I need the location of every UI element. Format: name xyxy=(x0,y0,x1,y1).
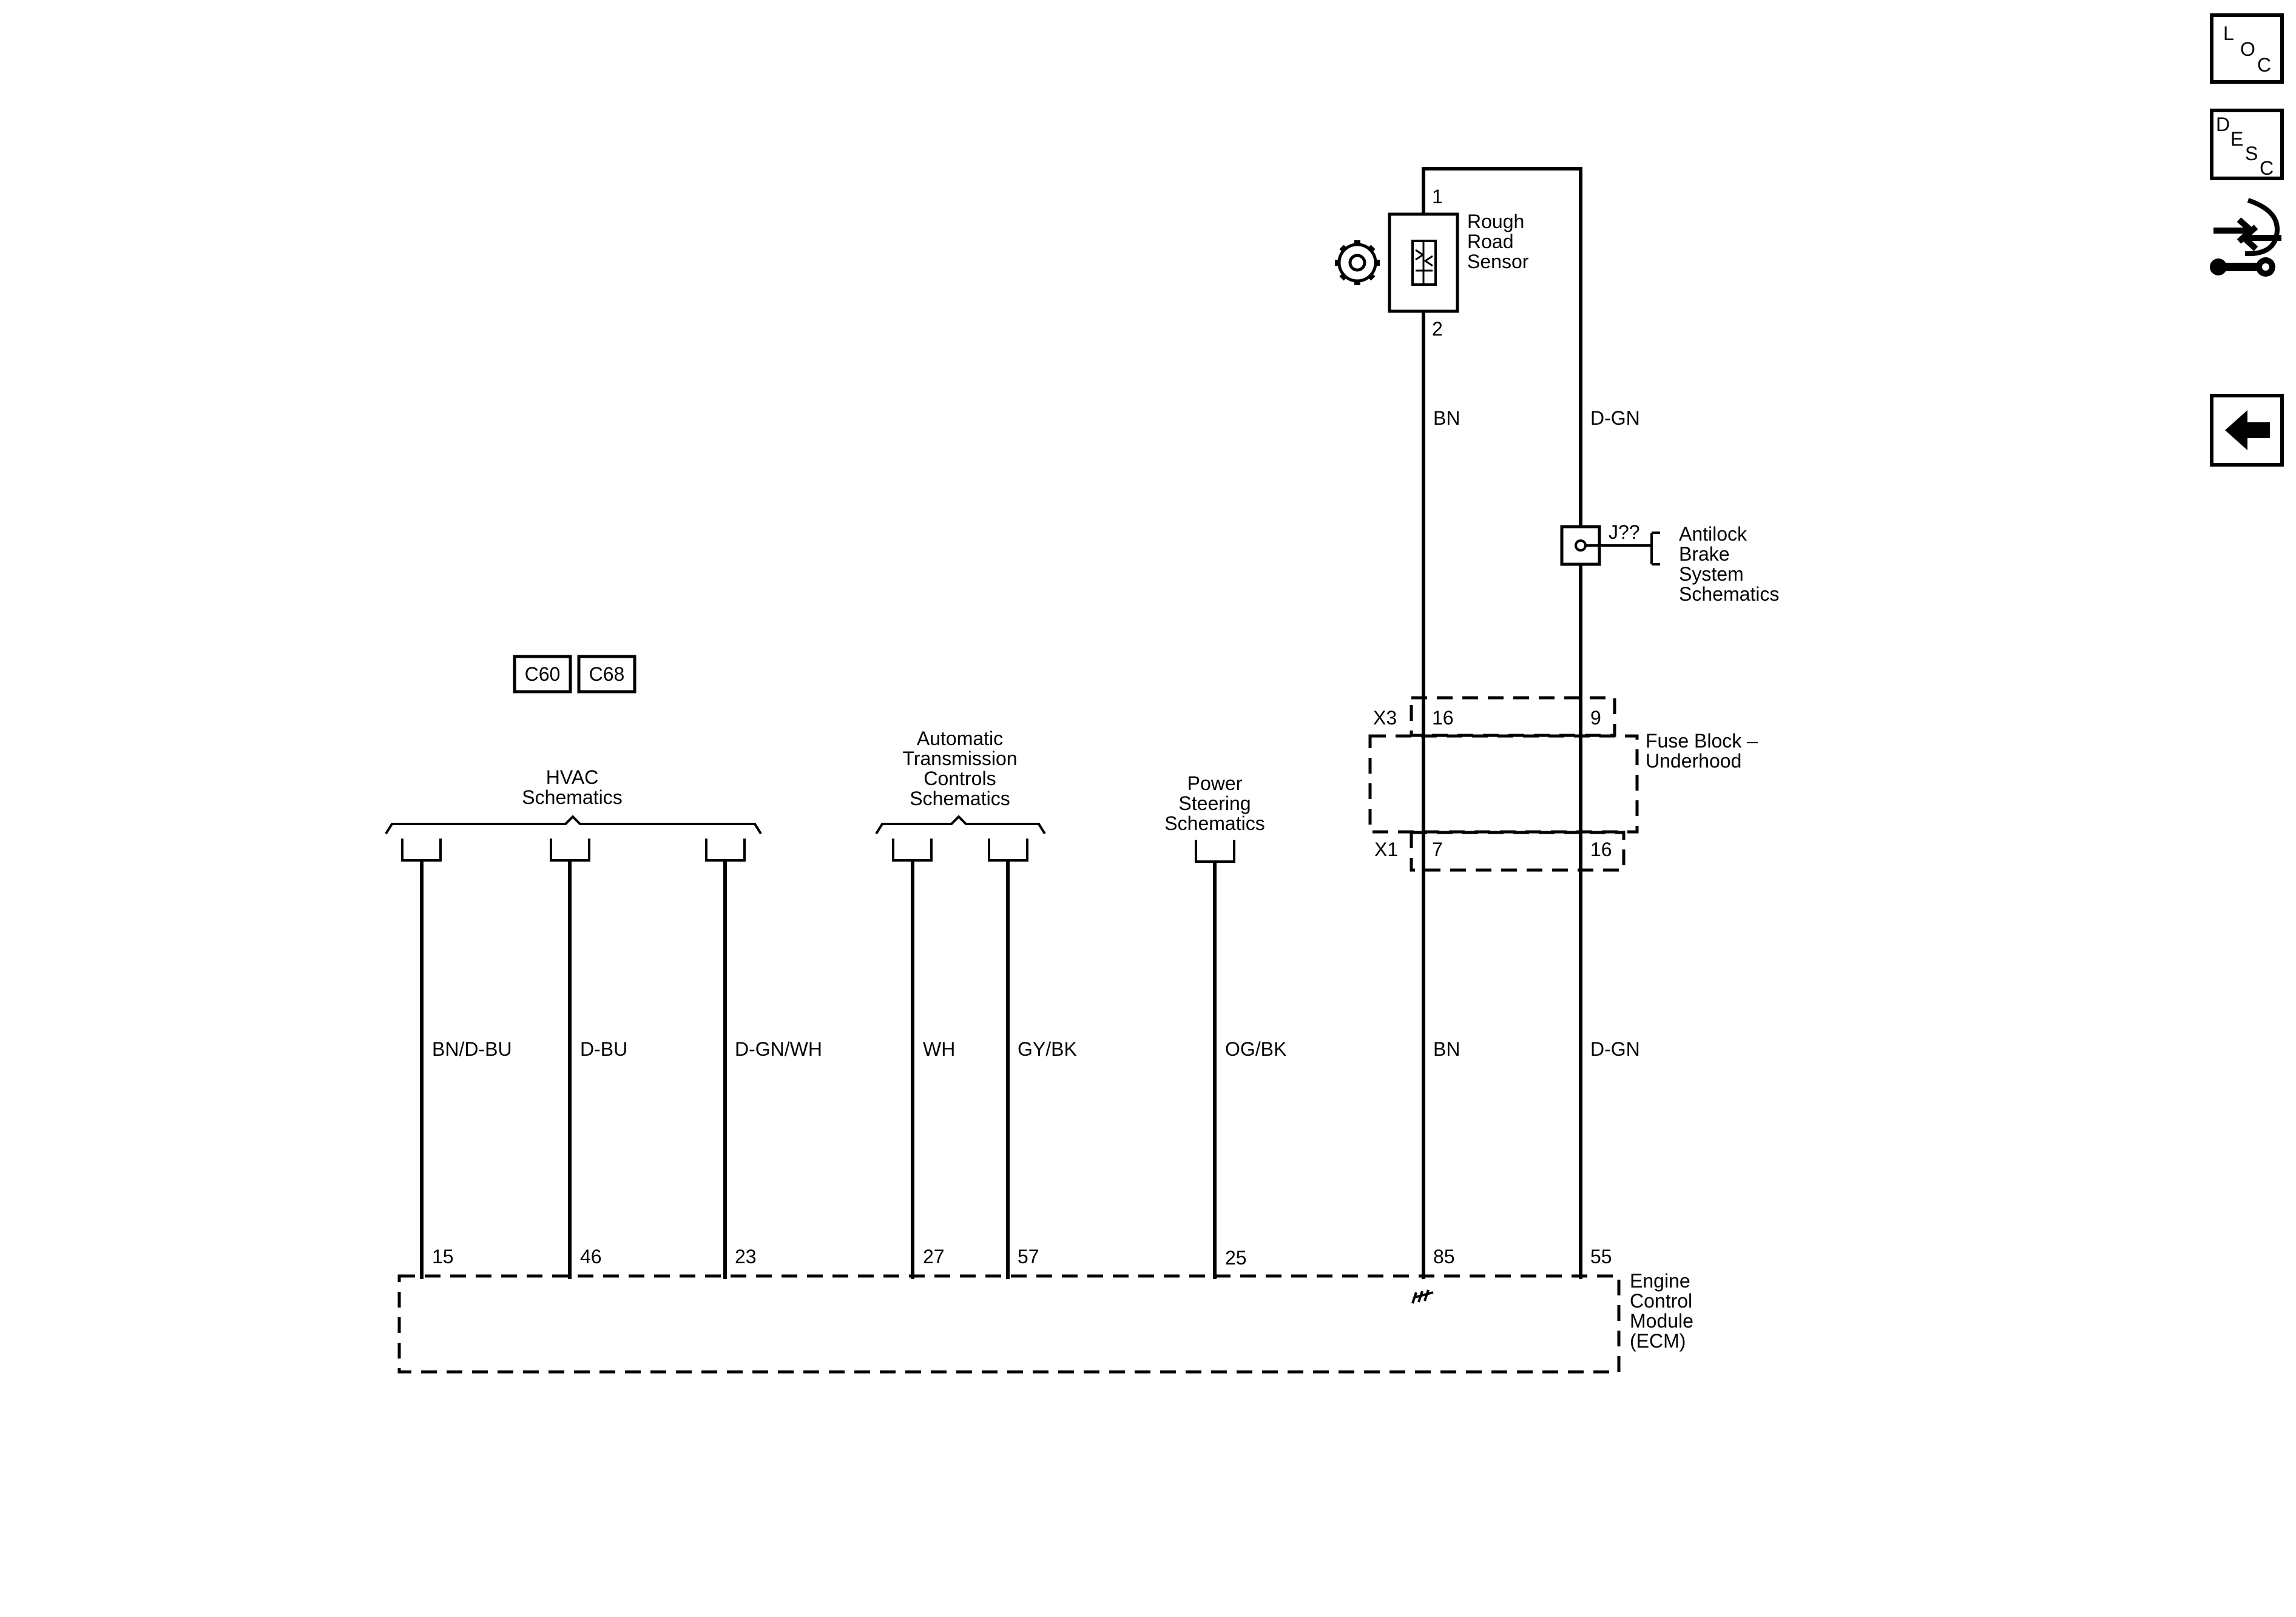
wire-color-wh: WH xyxy=(923,1038,955,1060)
fuse-block-label-line-1: Fuse Block – xyxy=(1646,730,1758,752)
trans-ref-line-4: Schematics xyxy=(910,788,1010,809)
wire-wh xyxy=(892,839,933,1279)
wire-og-bk xyxy=(1195,840,1235,1279)
fuse-x1-label: X1 xyxy=(1374,839,1398,860)
ecm-pin-27: 27 xyxy=(923,1246,945,1268)
back-button[interactable] xyxy=(2210,394,2284,467)
ecm-pin-25: 25 xyxy=(1225,1247,1247,1269)
wire-color-gy-bk: GY/BK xyxy=(1018,1038,1077,1060)
ecm-label-line-3: Module xyxy=(1630,1310,1693,1332)
ecm-pin-23: 23 xyxy=(735,1246,757,1268)
loc-letter-l: L xyxy=(2223,22,2234,44)
location-view-button[interactable]: L O C xyxy=(2210,13,2284,84)
sensor-pin-1: 1 xyxy=(1432,186,1443,208)
fuse-pin-x1-7: 7 xyxy=(1432,839,1443,860)
ecm-pin-85: 85 xyxy=(1433,1246,1455,1268)
sensor-name-line-2: Road xyxy=(1467,231,1514,252)
abs-junction-label: J?? xyxy=(1609,521,1640,543)
hvac-ref-line-1: HVAC xyxy=(546,766,599,788)
shield-ground-symbol xyxy=(1411,1289,1434,1304)
desc-letter-c: C xyxy=(2260,157,2274,179)
ecm-label-line-4: (ECM) xyxy=(1630,1330,1686,1352)
sensor-name-line-1: Rough xyxy=(1467,211,1524,232)
upper-dgn-label: D-GN xyxy=(1590,407,1640,429)
trans-ref-line-3: Controls xyxy=(923,768,996,789)
rough-road-sensor xyxy=(1388,212,1459,313)
wire-bn-dbu xyxy=(401,839,442,1279)
ecm-pin-46: 46 xyxy=(580,1246,602,1268)
trans-brace xyxy=(875,815,1046,835)
fuse-x3-label: X3 xyxy=(1373,707,1397,729)
loc-letter-c: C xyxy=(2257,54,2271,76)
ecm-label-line-2: Control xyxy=(1630,1290,1692,1312)
ps-ref-line-3: Schematics xyxy=(1164,812,1264,834)
sensor-pin-2: 2 xyxy=(1432,318,1443,340)
ecm-pin-15: 15 xyxy=(432,1246,454,1268)
fuse-pin-x1-16: 16 xyxy=(1590,839,1612,860)
fuse-block-label-line-2: Underhood xyxy=(1646,750,1741,772)
wire-color-bn-dbu: BN/D-BU xyxy=(432,1038,512,1060)
connector-c60-button[interactable]: C60 xyxy=(513,655,572,694)
abs-ref-line-3: System xyxy=(1679,563,1744,585)
desc-letter-s: S xyxy=(2245,143,2258,164)
connector-c68-label: C68 xyxy=(589,663,625,685)
ecm-pin-57: 57 xyxy=(1018,1246,1039,1268)
description-view-button[interactable]: D E S C xyxy=(2210,109,2284,180)
wire-dbu xyxy=(550,839,590,1279)
desc-letter-d: D xyxy=(2216,113,2230,135)
connector-service-icon[interactable] xyxy=(2210,198,2281,277)
ps-ref-line-1: Power xyxy=(1187,772,1243,794)
wire-color-og-bk: OG/BK xyxy=(1225,1038,1286,1060)
wire-color-dgn: D-GN xyxy=(1590,1038,1640,1060)
trans-ref-line-2: Transmission xyxy=(902,748,1017,769)
desc-letter-e: E xyxy=(2230,128,2243,150)
wire-color-dbu: D-BU xyxy=(580,1038,627,1060)
back-arrow-icon xyxy=(2225,410,2270,450)
ecm-label-line-1: Engine xyxy=(1630,1270,1690,1292)
sensor-name-line-3: Sensor xyxy=(1467,251,1529,272)
upper-bn-label: BN xyxy=(1433,407,1460,429)
trans-ref-line-1: Automatic xyxy=(917,727,1003,749)
ps-ref-line-2: Steering xyxy=(1178,792,1251,814)
fuse-pin-x3-9: 9 xyxy=(1590,707,1601,729)
wire-gy-bk xyxy=(988,839,1028,1279)
connector-c60-label: C60 xyxy=(525,663,561,685)
ecm-pin-55: 55 xyxy=(1590,1246,1612,1268)
fuse-pin-x3-16: 16 xyxy=(1432,707,1454,729)
wire-color-dgn-wh: D-GN/WH xyxy=(735,1038,822,1060)
loc-letter-o: O xyxy=(2240,38,2255,60)
fuse-block-underhood xyxy=(1368,696,1639,872)
wire-dgn-wh xyxy=(705,839,746,1279)
abs-ref-line-2: Brake xyxy=(1679,543,1730,565)
hvac-ref-line-2: Schematics xyxy=(522,786,622,808)
connector-c68-button[interactable]: C68 xyxy=(577,655,636,694)
gear-icon xyxy=(1335,240,1380,285)
ecm-module-outline xyxy=(397,1274,1621,1374)
abs-junction xyxy=(1560,525,1660,566)
abs-ref-line-1: Antilock xyxy=(1679,523,1747,545)
hvac-brace xyxy=(385,815,762,835)
abs-ref-line-4: Schematics xyxy=(1679,583,1779,605)
wire-color-bn: BN xyxy=(1433,1038,1460,1060)
